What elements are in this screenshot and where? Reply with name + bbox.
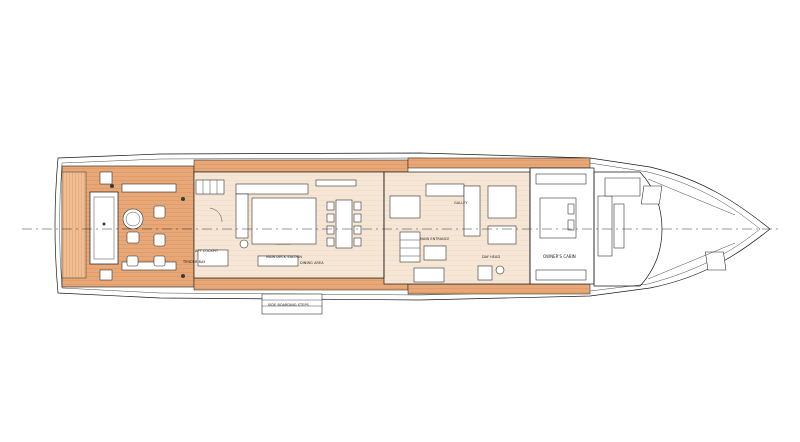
galley-stairs bbox=[399, 231, 421, 263]
aft-step-top bbox=[99, 171, 113, 185]
label-master: OWNER'S CABIN bbox=[543, 254, 576, 259]
forward-side-deck-bottom bbox=[407, 283, 591, 295]
starboard-side-deck bbox=[193, 277, 409, 291]
side-table bbox=[239, 239, 249, 249]
tender-bay-inner bbox=[93, 196, 115, 260]
galley-counter-fwd bbox=[463, 185, 481, 237]
dining-chair bbox=[353, 237, 362, 247]
cleat bbox=[110, 184, 114, 188]
aft-chair bbox=[126, 231, 140, 244]
owners-cabin bbox=[535, 173, 587, 281]
helm-seat bbox=[597, 195, 613, 257]
dining-chair bbox=[326, 237, 335, 247]
galley-area bbox=[389, 183, 517, 283]
cleat bbox=[181, 197, 185, 201]
dining-chair bbox=[353, 213, 362, 223]
cleat bbox=[102, 222, 106, 226]
side-boarding-steps bbox=[261, 293, 323, 315]
swim-platform bbox=[61, 171, 87, 279]
label-galley: GALLEY bbox=[454, 201, 468, 205]
lounge-sofa bbox=[235, 193, 249, 239]
label-saloon: MAIN DECK SALOON bbox=[266, 255, 302, 259]
bed-pillow bbox=[567, 219, 575, 231]
bow-locker bbox=[705, 251, 727, 271]
label-passerelle: SIDE BOARDING STEPS bbox=[268, 303, 309, 307]
aft-chair bbox=[153, 255, 166, 267]
aft-chair bbox=[153, 233, 166, 247]
saloon-aft-bar bbox=[197, 249, 229, 267]
cleat bbox=[181, 274, 185, 278]
day-head bbox=[487, 185, 517, 219]
galley-island bbox=[425, 183, 465, 197]
saloon-dining bbox=[315, 179, 362, 249]
galley-counter bbox=[389, 195, 421, 219]
aft-sofa-lower bbox=[121, 261, 177, 271]
aft-chair bbox=[126, 255, 139, 267]
lounge-rug bbox=[251, 197, 317, 245]
aft-sofa bbox=[121, 183, 177, 193]
bow-locker bbox=[641, 185, 663, 205]
dining-chair bbox=[326, 225, 335, 235]
saloon-doorswing bbox=[209, 207, 223, 223]
aft-chair bbox=[153, 205, 166, 219]
saloon-lounge bbox=[235, 183, 317, 249]
aft-round-table-rim bbox=[125, 211, 141, 227]
vanity bbox=[535, 269, 587, 281]
crew-mess bbox=[487, 225, 517, 245]
wardrobe bbox=[535, 173, 587, 185]
bow-hatch bbox=[604, 177, 641, 197]
aft-step-bottom bbox=[99, 269, 113, 281]
wc-fixture bbox=[495, 265, 505, 275]
tv-cabinet bbox=[257, 255, 299, 267]
label-tender-bay: TENDER BAY bbox=[182, 260, 206, 264]
bow-rail bbox=[647, 242, 736, 280]
storage-aft bbox=[413, 267, 445, 283]
dining-chair bbox=[326, 201, 335, 211]
port-side-deck bbox=[193, 159, 409, 173]
label-main-entrance: MAIN ENTRANCE bbox=[420, 237, 450, 241]
storage bbox=[477, 265, 493, 281]
lounge-sofa-back bbox=[235, 183, 309, 195]
label-aft-deck: AFT COCKPIT bbox=[195, 249, 219, 253]
dining-chair bbox=[353, 201, 362, 211]
dining-chair bbox=[326, 213, 335, 223]
aft-cockpit bbox=[61, 165, 195, 288]
sideboard bbox=[315, 179, 357, 187]
dining-chair bbox=[353, 225, 362, 235]
label-day-head: DAY HEAD bbox=[482, 255, 500, 259]
galley-appliance bbox=[423, 245, 447, 261]
bow-rail bbox=[647, 178, 736, 216]
bed-pillow bbox=[567, 203, 575, 215]
helm-console bbox=[613, 203, 625, 249]
forward-side-deck-top bbox=[407, 157, 591, 169]
tender-bay bbox=[89, 191, 119, 265]
label-dining: DINING AREA bbox=[300, 261, 324, 265]
dining-table bbox=[335, 199, 353, 249]
